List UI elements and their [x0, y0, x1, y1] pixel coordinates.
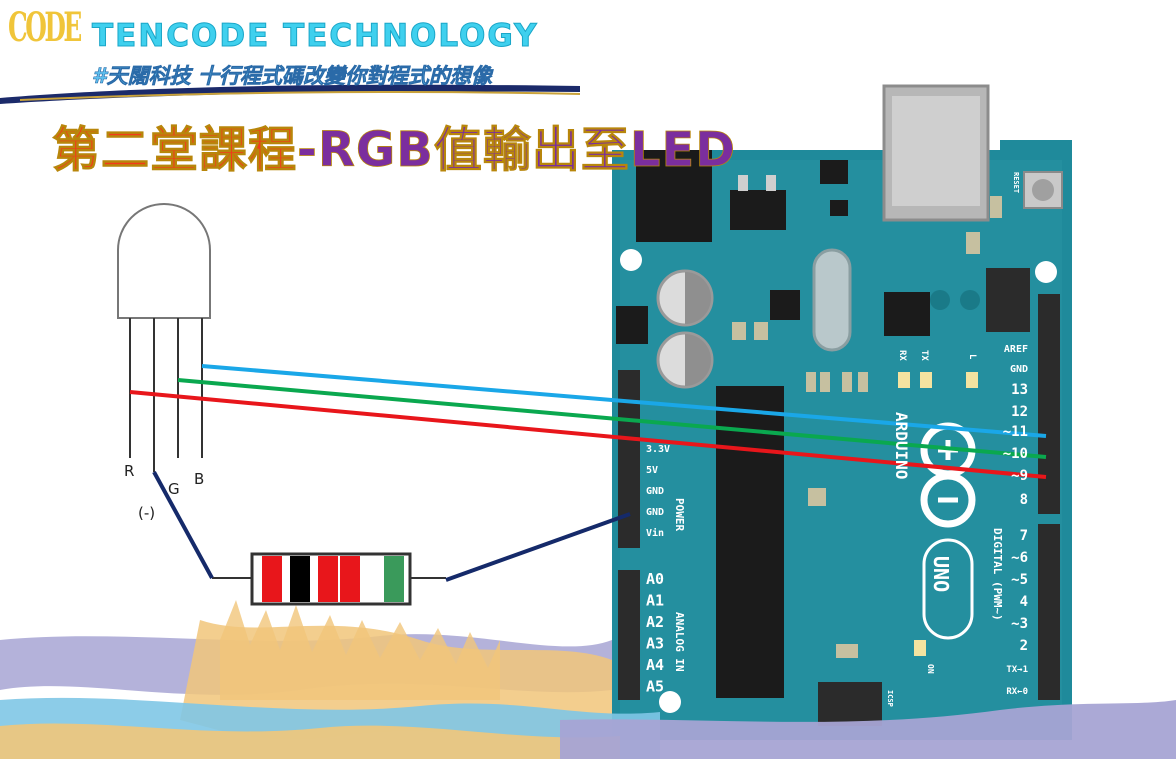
- logo: CODE: [8, 4, 82, 51]
- digital-pin-label: ~9: [1011, 468, 1028, 484]
- lesson-title-main: 第二堂課程: [51, 122, 298, 179]
- arduino-board: [612, 84, 1072, 740]
- digital-pin-label: ~11: [1003, 424, 1028, 440]
- digital-pin-label: 8: [1020, 492, 1028, 508]
- analog-pin-label: A1: [646, 592, 664, 610]
- digital-label: DIGITAL (PWM~): [991, 528, 1004, 621]
- analog-header: [618, 570, 640, 700]
- decorative-brush-strokes: [0, 600, 1176, 759]
- resistor-band: [362, 556, 382, 602]
- digital-pin-label: 12: [1011, 404, 1028, 420]
- resistor-band: [262, 556, 282, 602]
- digital-pin-label: ~10: [1003, 446, 1028, 462]
- digital-pin-label: ~5: [1011, 572, 1028, 588]
- led-pin-b-label: B: [194, 470, 205, 488]
- wire-red: [129, 390, 1047, 479]
- on-label: ON: [926, 664, 935, 674]
- reset-label: RESET: [1012, 172, 1020, 193]
- lesson-title: 第二堂課程-RGB值輸出至LED: [51, 110, 737, 180]
- logo-swoosh: [0, 84, 580, 104]
- power-pin-label: GND: [646, 507, 664, 518]
- digital-pin-label: TX→1: [1006, 665, 1028, 675]
- icsp-header-bottom: [818, 682, 882, 726]
- power-jack: [636, 150, 712, 242]
- digital-pin-label: AREF: [1004, 344, 1028, 355]
- digital-pin-label: 4: [1020, 594, 1028, 610]
- analog-pin-label: A2: [646, 613, 664, 631]
- digital-pin-label: 13: [1011, 382, 1028, 398]
- board-led-label: RX: [897, 350, 907, 361]
- brand-subtitle: #天闊科技 十行程式碼改變你對程式的想像: [92, 64, 493, 89]
- small-chip: [770, 290, 800, 320]
- power-pin-label: Vin: [646, 527, 664, 539]
- icsp-header-top: [986, 268, 1030, 332]
- icsp-label: ICSP: [886, 690, 894, 707]
- analog-pin-label: A4: [646, 656, 664, 674]
- lesson-title-sub: -RGB值輸出至LED: [297, 122, 737, 179]
- atmega-chip: [716, 386, 784, 698]
- rgb-led: [117, 203, 211, 472]
- power-pin-label: GND: [646, 486, 664, 497]
- resistor-band: [340, 556, 360, 602]
- brand-title: TENCODE TECHNOLOGY: [92, 18, 539, 55]
- crystal: [812, 248, 852, 352]
- power-pin-label: 3.3V: [646, 444, 670, 455]
- analog-pin-label: A3: [646, 635, 664, 653]
- wire-ground-board: [445, 512, 631, 582]
- digital-pin-label: RX←0: [1006, 687, 1028, 697]
- uno-text: UNO: [929, 556, 953, 592]
- power-header: [618, 370, 640, 548]
- digital-header-bottom: [1038, 524, 1060, 700]
- wire-blue: [201, 364, 1047, 438]
- led-pin-g-label: G: [168, 480, 180, 498]
- resistor-band: [318, 556, 338, 602]
- board-led-label: L: [967, 354, 977, 360]
- uno-badge: [922, 538, 974, 640]
- resistor: [212, 552, 446, 606]
- led-pin-r-label: R: [124, 462, 135, 480]
- wire-green: [177, 378, 1047, 459]
- led-common-label: (-): [138, 504, 156, 522]
- digital-pin-label: 2: [1020, 638, 1028, 654]
- analog-pin-label: A0: [646, 570, 664, 588]
- power-pin-label: 5V: [646, 465, 658, 476]
- voltage-regulator: [730, 190, 786, 230]
- digital-pin-label: GND: [1010, 364, 1028, 375]
- resistor-band: [290, 556, 310, 602]
- arduino-brand-text: ARDUINO: [892, 412, 911, 479]
- board-led-label: TX: [919, 350, 929, 361]
- digital-header-top: [1038, 294, 1060, 514]
- led-dome: [117, 203, 211, 319]
- analog-label: ANALOG IN: [673, 612, 686, 672]
- digital-pin-label: ~6: [1011, 550, 1028, 566]
- digital-pin-label: ~3: [1011, 616, 1028, 632]
- digital-pin-label: 7: [1020, 528, 1028, 544]
- resistor-band: [384, 556, 404, 602]
- power-label: POWER: [673, 498, 686, 531]
- analog-pin-label: A5: [646, 678, 664, 696]
- usb-chip: [884, 292, 930, 336]
- wire-ground-led: [152, 471, 214, 579]
